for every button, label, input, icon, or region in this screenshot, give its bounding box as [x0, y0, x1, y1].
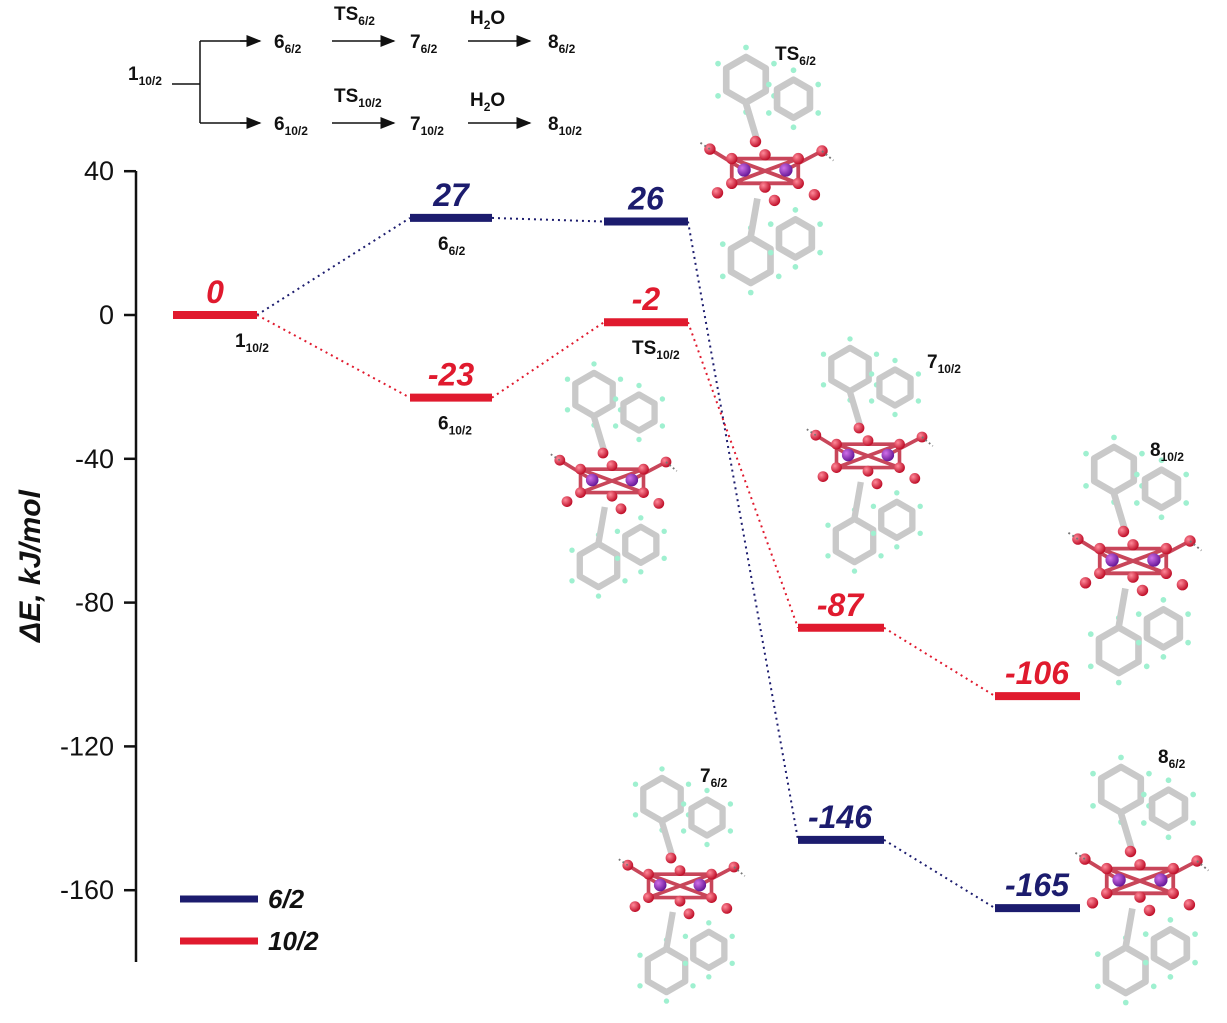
- y-tick-label: -120: [60, 731, 114, 761]
- connector-10-2: [883, 626, 996, 697]
- connector-10-2: [256, 314, 411, 399]
- structure-label-7-102: 710/2: [927, 352, 961, 376]
- value-label-6-2-2: 26: [627, 181, 664, 217]
- y-axis-label: ΔE, kJ/mol: [14, 489, 47, 643]
- molecule-picture: [1065, 434, 1203, 686]
- state-label: 110/2: [235, 331, 269, 355]
- scheme-bottom-8: 810/2: [548, 114, 582, 138]
- connector-6-2: [883, 839, 996, 910]
- value-label-10-2-4: -106: [1005, 655, 1069, 691]
- value-label-10-2-2: -2: [632, 281, 661, 317]
- series-connectors: [256, 216, 996, 910]
- value-label-6-2-1: 27: [432, 177, 471, 213]
- scheme-top-8: 86/2: [548, 32, 576, 56]
- y-tick-label: 0: [99, 300, 114, 330]
- connector-6-2: [256, 217, 411, 316]
- value-label-10-2-1: -23: [428, 357, 474, 393]
- scheme-branch-lines: [172, 40, 258, 124]
- scheme-top-water: H2O: [470, 8, 505, 32]
- structure-labels: TS6/2 710/2 810/2 76/2 86/2: [700, 44, 1186, 790]
- connector-10-2: [687, 321, 799, 629]
- y-tick-label: -160: [60, 875, 114, 905]
- scheme-bottom-6: 610/2: [274, 114, 308, 138]
- reaction-scheme: 110/2 66/2 TS6/2 76/2 H2O 86/2 610/2 TS1…: [128, 4, 582, 138]
- energy-levels: [173, 213, 1080, 913]
- structure-label-8-102: 810/2: [1150, 440, 1184, 464]
- scheme-bottom-water: H2O: [470, 90, 505, 114]
- molecule-picture: [616, 766, 746, 1004]
- molecule-picture: [548, 361, 678, 599]
- scheme-bottom-ts: TS10/2: [334, 86, 382, 110]
- structure-label-8-62: 86/2: [1158, 747, 1186, 771]
- y-tick-label: -40: [75, 444, 114, 474]
- structure-label-7-62: 76/2: [700, 766, 728, 790]
- molecule-picture: [697, 44, 835, 296]
- legend: 6/2 10/2: [180, 884, 319, 956]
- scheme-start-label: 110/2: [128, 64, 162, 88]
- y-tick-label: -80: [75, 588, 114, 618]
- state-label: 610/2: [438, 414, 472, 438]
- value-label-10-2-0: 0: [206, 274, 224, 310]
- state-label: 66/2: [438, 234, 466, 258]
- legend-label-6-2: 6/2: [268, 884, 305, 914]
- connector-6-2: [687, 221, 799, 841]
- y-tick-label: 40: [84, 156, 114, 186]
- y-axis: 40 0 -40 -80 -120 -160: [60, 156, 138, 962]
- connector-6-2: [491, 216, 605, 223]
- value-label-10-2-3: -87: [817, 587, 865, 623]
- state-label: TS10/2: [632, 338, 680, 362]
- molecule-structures: [548, 44, 1210, 1006]
- value-label-6-2-4: -165: [1005, 867, 1070, 903]
- scheme-bottom-7: 710/2: [410, 114, 444, 138]
- molecule-picture: [804, 336, 934, 574]
- scheme-top-7: 76/2: [410, 32, 438, 56]
- scheme-top-6: 66/2: [274, 32, 302, 56]
- state-labels: 66/2 110/2 610/2 TS10/2: [235, 234, 680, 438]
- scheme-top-ts: TS6/2: [334, 4, 375, 28]
- connector-10-2: [491, 321, 605, 399]
- energy-value-labels: 27 26 -146 -165 0 -23 -2 -87 -106: [206, 177, 1070, 903]
- value-label-6-2-3: -146: [808, 799, 872, 835]
- structure-label-ts62: TS6/2: [775, 44, 816, 68]
- molecule-picture: [1072, 754, 1210, 1006]
- legend-label-10-2: 10/2: [268, 926, 319, 956]
